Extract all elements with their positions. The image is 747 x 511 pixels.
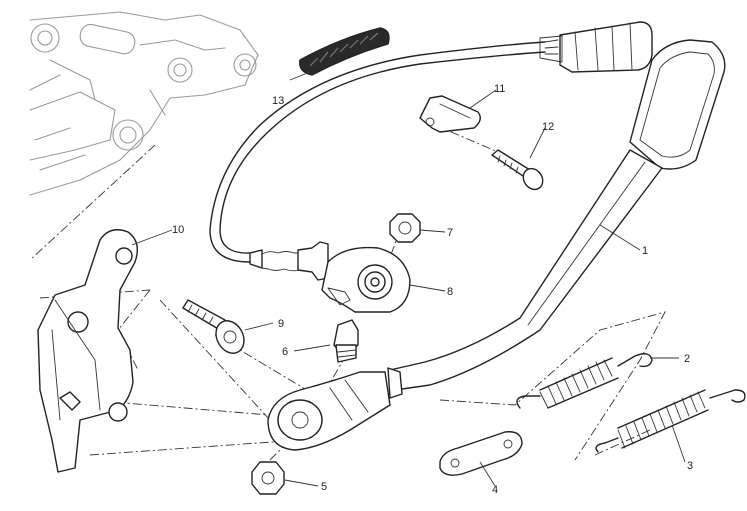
- connector-plug: [539, 21, 653, 73]
- callout-3: 3: [687, 460, 693, 472]
- callout-5: 5: [321, 481, 327, 493]
- callout-13: 13: [272, 95, 284, 107]
- sensor-cable: [209, 41, 546, 263]
- leader-lines: [131, 71, 686, 487]
- callout-9: 9: [278, 318, 284, 330]
- callout-11: 11: [494, 83, 505, 95]
- part-9-bolt: [182, 299, 245, 354]
- part-5-nut: [251, 461, 285, 495]
- part-10-mounting-plate: [37, 229, 138, 473]
- part-12-screw: [491, 149, 544, 191]
- part-3-spring: [595, 389, 746, 453]
- callout-1: 1: [642, 245, 648, 257]
- cable-grommet: [249, 241, 329, 281]
- sidestand-pivot: [267, 371, 391, 451]
- callout-10: 10: [172, 224, 184, 236]
- callout-8: 8: [447, 286, 453, 298]
- part-4-spring-plate: [439, 431, 523, 476]
- callout-12: 12: [542, 121, 554, 133]
- callout-4: 4: [492, 484, 498, 496]
- part-13-rubber-sleeve: [299, 27, 390, 76]
- frame-outline-ghost: [29, 11, 259, 196]
- callout-2: 2: [684, 353, 690, 365]
- part-2-spring: [516, 353, 653, 409]
- callout-labels: 1 2 3 4 5 6 7 8 9 10 11 12 13: [172, 83, 693, 496]
- part-6-stud: [333, 319, 359, 363]
- part-11-bracket: [419, 95, 481, 133]
- callout-7: 7: [447, 227, 453, 239]
- part-1-side-stand: [387, 39, 726, 399]
- part-8-sidestand-switch: [321, 246, 411, 313]
- callout-6: 6: [282, 346, 288, 358]
- part-7-nut: [389, 213, 421, 243]
